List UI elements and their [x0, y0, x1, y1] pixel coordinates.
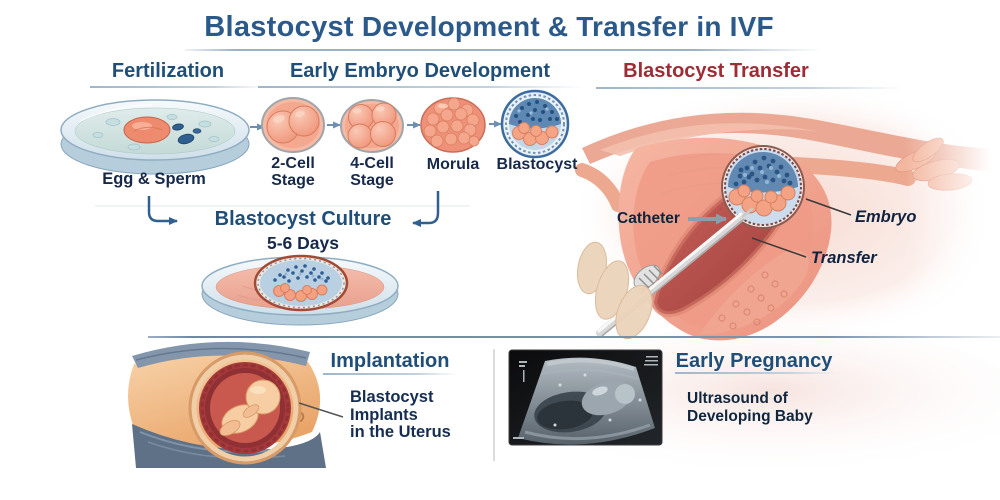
early-pregnancy-caption: Ultrasound of Developing Baby	[687, 390, 813, 425]
culture-duration-label: 5-6 Days	[267, 233, 339, 253]
stage-morula-illustration	[420, 97, 486, 153]
early-pregnancy-header: Early Pregnancy	[675, 350, 833, 372]
cultured-blastocyst-illustration	[253, 254, 349, 312]
transfer-pointer-line	[751, 237, 807, 258]
page-title-rest: Development & Transfer in IVF	[353, 11, 774, 42]
culture-bracket-arrow-left	[147, 196, 178, 225]
transferred-embryo-illustration	[721, 145, 805, 229]
culture-bracket-arrow-right	[412, 191, 440, 227]
uterus-cutout-illustration	[188, 351, 302, 465]
early-pregnancy-header-rule	[675, 372, 837, 374]
stage-label-2cell: 2-Cell Stage	[271, 155, 315, 189]
embryo-pointer-line	[805, 198, 852, 216]
sperm-illustration	[172, 123, 202, 145]
page-title-emphasis: Blastocyst	[204, 11, 354, 43]
section-header-fertilization: Fertilization	[111, 60, 225, 82]
fetus-illustration	[219, 379, 281, 436]
ultrasound-image	[508, 349, 663, 446]
culture-header: Blastocyst Culture	[214, 208, 392, 230]
hand-illustration	[576, 241, 653, 340]
section-header-embryo-development: Early Embryo Development	[289, 60, 551, 82]
stage-label-4cell: 4-Cell Stage	[350, 155, 394, 189]
section-header-blastocyst-transfer: Blastocyst Transfer	[623, 60, 809, 82]
page-title: Blastocyst Development & Transfer in IVF	[0, 11, 978, 44]
transfer-label: Transfer	[811, 249, 877, 267]
uterus-transfer-illustration	[575, 90, 1000, 341]
petri-dish-culture-illustration	[201, 254, 399, 326]
stage-label-morula: Morula	[426, 156, 480, 173]
implantation-pointer-line	[298, 402, 344, 418]
belly-implantation-illustration	[128, 341, 326, 468]
implantation-header-rule	[323, 373, 457, 375]
egg-sperm-label: Egg & Sperm	[102, 170, 206, 188]
stage-blastocyst-illustration	[500, 89, 570, 159]
implantation-caption: Blastocyst Implants in the Uterus	[350, 388, 451, 441]
stage-label-blastocyst: Blastocyst	[496, 156, 578, 173]
petri-dish-egg-sperm-illustration	[60, 99, 250, 175]
embryo-label: Embryo	[855, 208, 917, 226]
implantation-header: Implantation	[330, 350, 450, 372]
transfer-header-rule	[596, 87, 902, 89]
egg-illustration	[123, 116, 171, 144]
title-divider	[185, 49, 821, 51]
stage-2cell-illustration	[261, 97, 325, 153]
stage-4cell-illustration	[340, 99, 404, 153]
fertilization-header-rule	[90, 86, 266, 88]
catheter-label: Catheter	[617, 210, 680, 227]
embryo-header-rule	[258, 86, 584, 88]
